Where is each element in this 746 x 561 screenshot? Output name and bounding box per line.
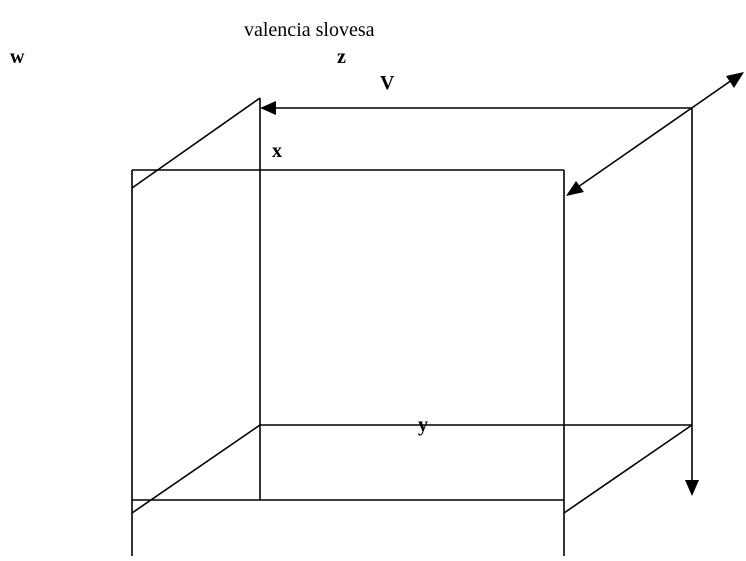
floor-right-diagonal <box>563 424 693 514</box>
diagonal-arrowhead-upper <box>726 72 744 88</box>
label-w: w <box>10 46 25 68</box>
top-left-diagonal <box>131 97 261 189</box>
floor-left-diagonal <box>131 424 261 514</box>
diagonal-double-arrow-line <box>577 79 733 188</box>
diagram-title: valencia slovesa <box>244 19 375 41</box>
label-y: y <box>418 414 428 436</box>
label-x: x <box>272 140 282 162</box>
diagonal-arrowhead-lower <box>566 181 584 196</box>
v-down-arrowhead <box>685 480 699 496</box>
v-left-arrowhead <box>260 101 276 115</box>
label-v: V <box>380 72 395 94</box>
label-z: z <box>337 46 346 68</box>
